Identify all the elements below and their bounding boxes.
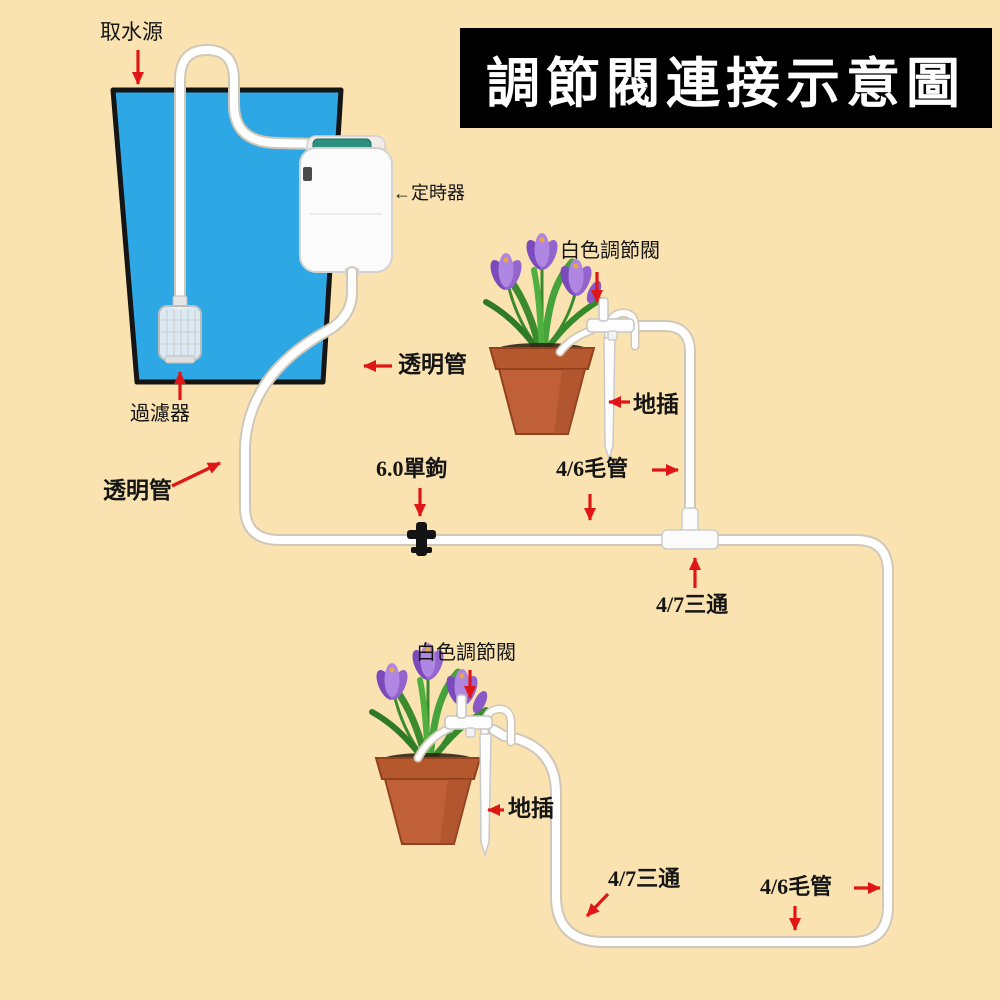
tube-source-to-timer xyxy=(174,44,324,310)
filter xyxy=(158,295,202,364)
label-capillary-bottom: 4/6毛管 xyxy=(760,874,833,899)
page-title: 調節閥連接示意圖 xyxy=(460,28,992,128)
label-tee-1: 4/7三通 xyxy=(656,592,729,617)
tube-branch-plant1 xyxy=(630,320,696,544)
label-white-valve-1: 白色調節閥 xyxy=(560,240,660,262)
drip-tube-2 xyxy=(413,723,455,763)
label-clear-tube-left: 透明管 xyxy=(103,478,172,503)
label-water-source: 取水源 xyxy=(100,20,163,44)
label-ground-stake-1: 地插 xyxy=(633,392,679,417)
label-filter: 過濾器 xyxy=(130,403,190,425)
label-timer: ←定時器 xyxy=(393,183,465,203)
label-tee-2: 4/7三通 xyxy=(608,866,681,891)
label-single-hook: 6.0單鉤 xyxy=(376,456,448,481)
label-white-valve-2: 白色調節閥 xyxy=(416,642,516,664)
timer-device xyxy=(299,135,393,277)
label-clear-tube-mid: 透明管 xyxy=(398,352,467,377)
label-ground-stake-2: 地插 xyxy=(508,796,554,821)
annotation-arrows xyxy=(132,50,881,931)
label-capillary-top: 4/6毛管 xyxy=(556,456,629,481)
tube-main-line xyxy=(239,266,894,948)
single-hook-clip xyxy=(407,522,436,556)
tee-connector-1 xyxy=(661,507,719,550)
